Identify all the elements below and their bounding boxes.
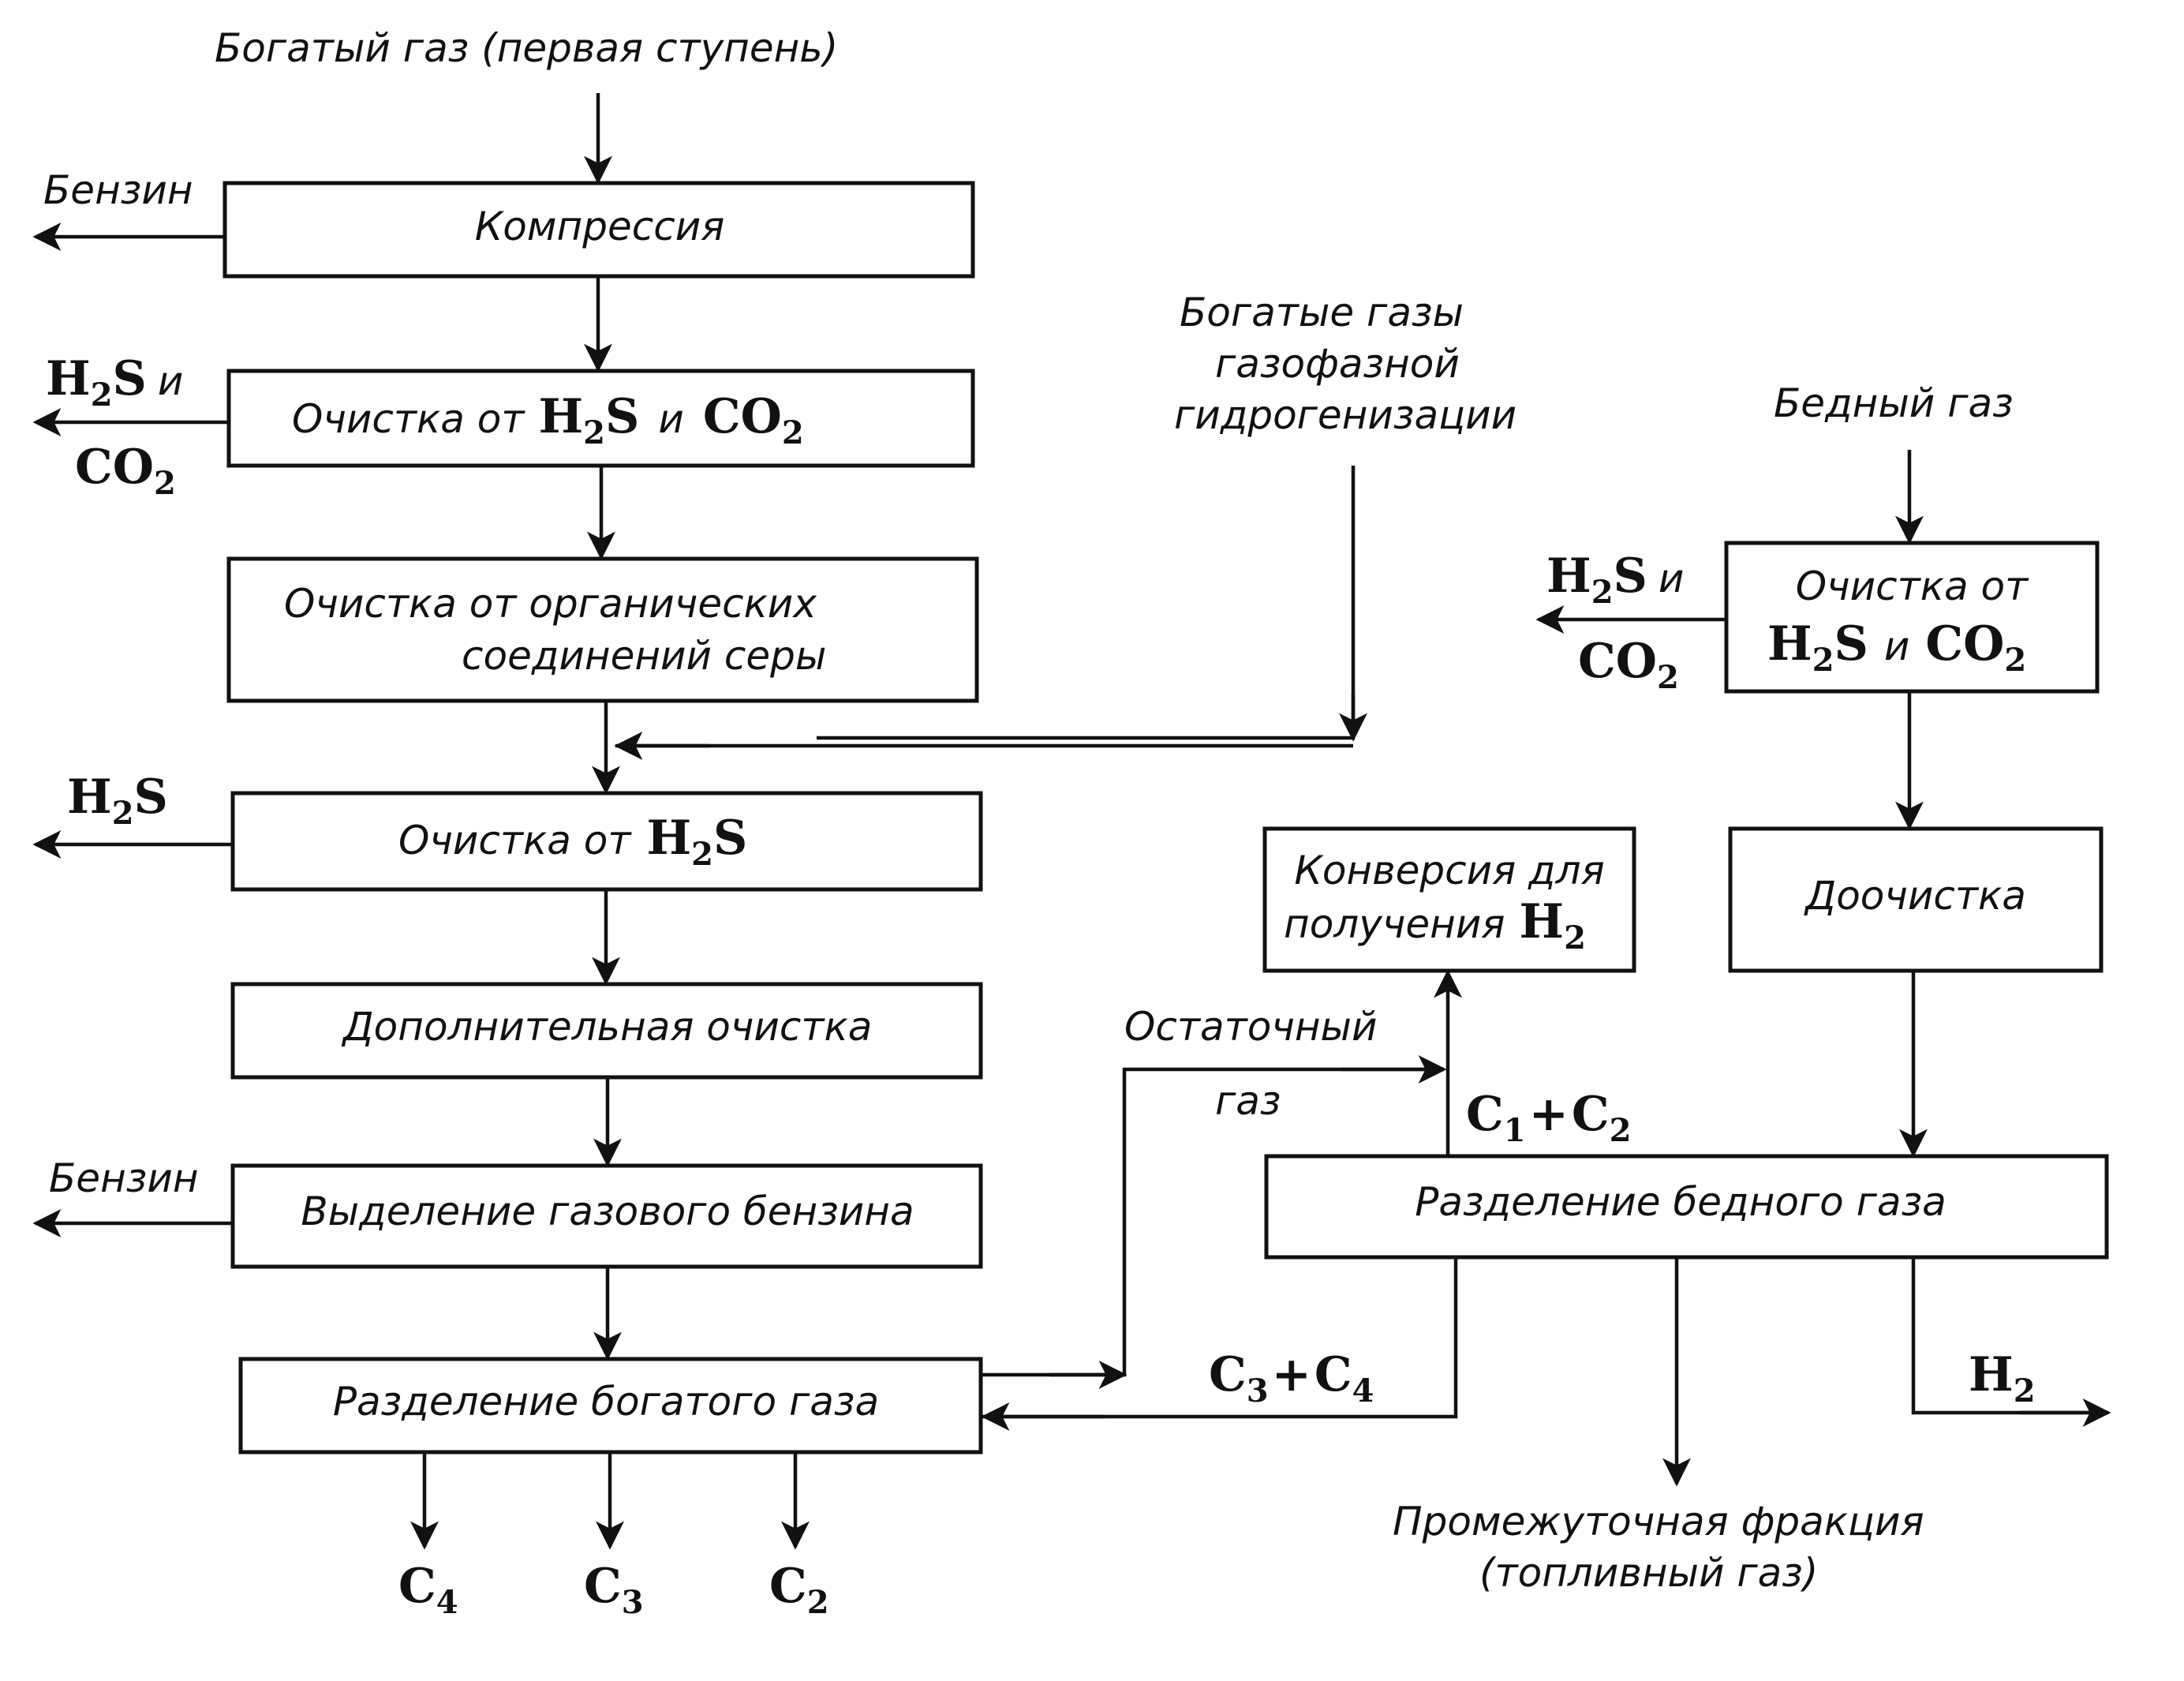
lean-h2s-co2-out-label-line2: CO2 xyxy=(1578,634,1679,696)
residual-gas-label-line1: Остаточный xyxy=(1124,1004,1378,1050)
rich-gas-separation-box xyxy=(238,1357,983,1454)
h2s-co2-out-label-line1: H2S и xyxy=(46,351,183,414)
c4-label: C4 xyxy=(398,1559,458,1621)
hydro-gases-label-line2: газофазной xyxy=(1215,341,1460,387)
h2s-co2-out-label-line2: CO2 xyxy=(75,440,176,502)
hydro-gases-label-line1: Богатые газы xyxy=(1180,290,1464,335)
gasoline-extraction-box xyxy=(230,1163,983,1269)
c3-label: C3 xyxy=(584,1559,644,1621)
lean-gas-separation-label: Разделение бедного газа xyxy=(1415,1179,1947,1225)
intermediate-fraction-label-line2: (топливный газ) xyxy=(1479,1550,1818,1596)
c2-label: C2 xyxy=(769,1559,829,1621)
additional-purification-box xyxy=(230,982,983,1080)
additional-purification-label: Дополнительная очистка xyxy=(342,1004,873,1050)
compression-box xyxy=(223,181,975,279)
gasoline-2-label: Бензин xyxy=(49,1155,199,1201)
lean-purification-label-line2: H2S и CO2 xyxy=(1767,616,2026,679)
intermediate-fraction-label-line1: Промежуточная фракция xyxy=(1393,1499,1924,1544)
c1-c2-label: C1+C2 xyxy=(1466,1087,1632,1149)
compression-label: Компрессия xyxy=(475,204,725,249)
c3-c4-label: C3+C4 xyxy=(1209,1347,1374,1410)
residual-gas-label-line2: газ xyxy=(1215,1078,1281,1124)
organic-sulfur-label-line1: Очистка от органических xyxy=(284,581,817,627)
final-purification-label: Доочистка xyxy=(1804,873,2026,919)
organic-sulfur-label-line2: соединений серы xyxy=(462,633,826,679)
gasoline-1-label: Бензин xyxy=(43,167,193,213)
final-purification-box xyxy=(1728,826,2104,973)
lean-purification-label-line1: Очистка от xyxy=(1796,563,2029,609)
h2s-out-label: H2S xyxy=(67,769,168,832)
rich-gas-input-label: Богатый газ (первая ступень) xyxy=(215,25,838,71)
lean-h2s-co2-out-label-line1: H2S и xyxy=(1546,548,1684,611)
lean-h2s-co2-purification-box xyxy=(1724,541,2100,694)
conversion-label-line2: получения H2 xyxy=(1284,894,1586,957)
hydrogen-conversion-box xyxy=(1262,826,1636,973)
h2s-co2-purification-box xyxy=(226,369,975,468)
gasoline-extraction-label: Выделение газового бензина xyxy=(301,1189,914,1234)
rich-gas-separation-label: Разделение богатого газа xyxy=(333,1379,879,1425)
lean-gas-separation-box xyxy=(1264,1154,2109,1260)
h2-out-label: H2 xyxy=(1969,1347,2036,1410)
h2s-purification-label: Очистка от H2S xyxy=(398,811,747,873)
hydro-gases-label-line3: гидрогенизации xyxy=(1174,392,1516,438)
conversion-label-line1: Конверсия для xyxy=(1294,848,1604,893)
h2s-co2-purification-label: Очистка от H2S и CO2 xyxy=(292,389,804,451)
organic-sulfur-purification-box xyxy=(226,556,979,703)
lean-gas-input-label: Бедный газ xyxy=(1774,380,2014,426)
c3c4-return-route xyxy=(982,1259,1458,1419)
